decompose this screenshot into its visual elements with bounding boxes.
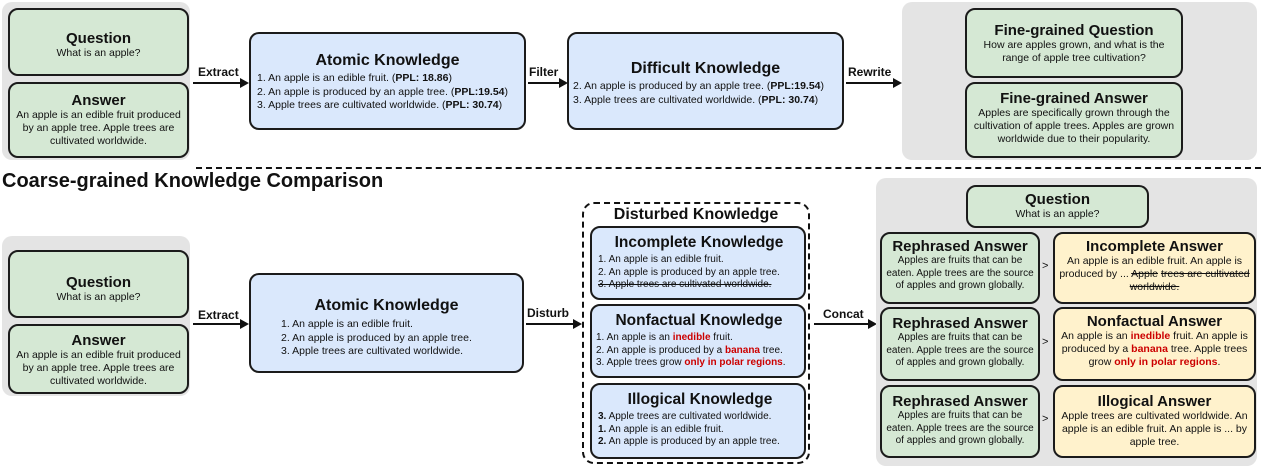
answer-title: Answer <box>71 332 126 349</box>
atomic-item-3: 3. Apple trees are cultivated worldwide. <box>281 345 464 357</box>
rephrased-answer-box-2: Rephrased Answer Apples are fruits that … <box>880 307 1040 381</box>
atomic-list: 1. An apple is an edible fruit. (PPL: 18… <box>257 72 518 113</box>
greater-than-sign: > <box>1042 260 1049 272</box>
incomplete-knowledge-box: Incomplete Knowledge 1. An apple is an e… <box>590 226 806 300</box>
incomplete-answer-title: Incomplete Answer <box>1086 238 1223 255</box>
atomic-title: Atomic Knowledge <box>314 297 459 314</box>
fine-grained-answer-box: Fine-grained Answer Apples are specifica… <box>965 82 1183 158</box>
difficult-item-3: 3. Apple trees are cultivated worldwide.… <box>573 93 819 106</box>
filter-arrow <box>528 82 560 84</box>
difficult-item-2: 2. An apple is produced by an apple tree… <box>573 80 825 92</box>
output-question-title: Question <box>1024 191 1090 208</box>
illogical-answer-text: Apple trees are cultivated worldwide. An… <box>1061 410 1248 448</box>
illogical-item-1: 1. An apple is an edible fruit. <box>598 423 724 435</box>
nonfactual-answer-title: Nonfactual Answer <box>1086 313 1223 330</box>
illogical-title: Illogical Knowledge <box>627 391 773 408</box>
atomic-item-2: 2. An apple is produced by an apple tree… <box>281 331 472 344</box>
atomic-item-1: 1. An apple is an edible fruit. (PPL: 18… <box>257 72 452 84</box>
concat-arrow-head <box>868 319 877 329</box>
illogical-knowledge-box: Illogical Knowledge 3. Apple trees are c… <box>590 383 806 459</box>
disturb-arrow <box>526 323 574 325</box>
nonfactual-item-1: 1. An apple is an inedible fruit. <box>596 332 733 343</box>
extract-arrow <box>193 82 241 84</box>
extract-arrow <box>193 323 241 325</box>
incomplete-answer-text: An apple is an edible fruit. An apple is… <box>1059 255 1250 293</box>
section-divider <box>196 167 1261 169</box>
greater-than-sign: > <box>1042 336 1049 348</box>
nonfactual-answer-text: An apple is an inedible fruit. An apple … <box>1061 330 1248 368</box>
illogical-item-3: 3. Apple trees are cultivated worldwide. <box>598 411 772 422</box>
coarse-atomic-knowledge-box: Atomic Knowledge 1. An apple is an edibl… <box>249 273 524 373</box>
coarse-question-box: Question What is an apple? <box>8 250 189 318</box>
fine-grained-answer-text: Apples are specifically grown through th… <box>973 107 1175 145</box>
fine-grained-question-box: Fine-grained Question How are apples gro… <box>965 8 1183 78</box>
rewrite-arrow <box>846 82 894 84</box>
rewrite-label: Rewrite <box>848 65 892 79</box>
coarse-answer-box: Answer An apple is an edible fruit produ… <box>8 324 189 394</box>
fine-answer-box: Answer An apple is an edible fruit produ… <box>8 82 189 158</box>
incomplete-list: 1. An apple is an edible fruit. 2. An ap… <box>598 254 800 292</box>
output-question-text: What is an apple? <box>1015 208 1100 220</box>
coarse-section-title: Coarse-grained Knowledge Comparison <box>2 170 384 192</box>
nonfactual-item-2: 2. An apple is produced by a banana tree… <box>596 344 783 356</box>
nonfactual-knowledge-box: Nonfactual Knowledge 1. An apple is an i… <box>590 304 806 378</box>
atomic-list: 1. An apple is an edible fruit. 2. An ap… <box>281 318 518 359</box>
extract-label: Extract <box>198 65 239 79</box>
rephrased-title: Rephrased Answer <box>892 393 1028 410</box>
rephrased-answer-box-1: Rephrased Answer Apples are fruits that … <box>880 232 1040 304</box>
disturb-label: Disturb <box>527 306 569 320</box>
nonfactual-answer-box: Nonfactual Answer An apple is an inedibl… <box>1053 307 1256 381</box>
illogical-answer-title: Illogical Answer <box>1097 393 1212 410</box>
illogical-item-2: 2. An apple is produced by an apple tree… <box>598 436 780 447</box>
atomic-item-2: 2. An apple is produced by an apple tree… <box>257 85 509 98</box>
answer-text: An apple is an edible fruit produced by … <box>16 109 181 147</box>
difficult-list: 2. An apple is produced by an apple tree… <box>573 80 838 107</box>
fine-grained-question-text: How are apples grown, and what is the ra… <box>983 39 1165 64</box>
fine-grained-answer-title: Fine-grained Answer <box>1000 90 1148 107</box>
fine-grained-question-title: Fine-grained Question <box>994 22 1154 39</box>
question-text: What is an apple? <box>56 47 141 59</box>
incomplete-item-1: 1. An apple is an edible fruit. <box>598 254 724 265</box>
question-title: Question <box>65 30 131 47</box>
fine-atomic-knowledge-box: Atomic Knowledge 1. An apple is an edibl… <box>249 32 526 130</box>
concat-label: Concat <box>823 307 864 321</box>
output-question-box: Question What is an apple? <box>966 185 1149 228</box>
answer-text: An apple is an edible fruit produced by … <box>16 349 181 387</box>
extract-arrow-head <box>240 78 249 88</box>
rewrite-arrow-head <box>893 78 902 88</box>
atomic-title: Atomic Knowledge <box>315 52 460 69</box>
incomplete-title: Incomplete Knowledge <box>614 234 784 251</box>
extract-arrow-head <box>240 319 249 329</box>
answer-title: Answer <box>71 92 126 109</box>
difficult-title: Difficult Knowledge <box>630 60 781 77</box>
illogical-answer-box: Illogical Answer Apple trees are cultiva… <box>1053 385 1256 458</box>
nonfactual-list: 1. An apple is an inedible fruit. 2. An … <box>596 332 802 370</box>
disturbed-knowledge-container <box>582 202 810 464</box>
question-title: Question <box>65 274 131 291</box>
disturb-arrow-head <box>573 319 582 329</box>
nonfactual-title: Nonfactual Knowledge <box>615 312 783 329</box>
disturbed-knowledge-title: Disturbed Knowledge <box>613 206 779 223</box>
nonfactual-item-3: 3. Apple trees grow only in polar region… <box>596 357 786 368</box>
incomplete-item-2: 2. An apple is produced by an apple tree… <box>598 266 780 278</box>
illogical-list: 3. Apple trees are cultivated worldwide.… <box>598 411 802 449</box>
rephrased-text: Apples are fruits that can be eaten. App… <box>886 255 1034 291</box>
rephrased-title: Rephrased Answer <box>892 315 1028 332</box>
rephrased-text: Apples are fruits that can be eaten. App… <box>886 332 1034 368</box>
greater-than-sign: > <box>1042 413 1049 425</box>
difficult-knowledge-box: Difficult Knowledge 2. An apple is produ… <box>567 32 844 130</box>
rephrased-text: Apples are fruits that can be eaten. App… <box>886 410 1034 446</box>
incomplete-item-3: 3. Apple trees are cultivated worldwide. <box>598 279 772 290</box>
filter-label: Filter <box>529 65 559 79</box>
rephrased-answer-box-3: Rephrased Answer Apples are fruits that … <box>880 385 1040 458</box>
filter-arrow-head <box>559 78 568 88</box>
extract-label: Extract <box>198 308 239 322</box>
question-text: What is an apple? <box>56 291 141 303</box>
atomic-item-1: 1. An apple is an edible fruit. <box>281 318 413 330</box>
incomplete-answer-box: Incomplete Answer An apple is an edible … <box>1053 232 1256 304</box>
concat-arrow <box>814 323 869 325</box>
atomic-item-3: 3. Apple trees are cultivated worldwide.… <box>257 99 503 111</box>
rephrased-title: Rephrased Answer <box>892 238 1028 255</box>
fine-question-box: Question What is an apple? <box>8 8 189 76</box>
